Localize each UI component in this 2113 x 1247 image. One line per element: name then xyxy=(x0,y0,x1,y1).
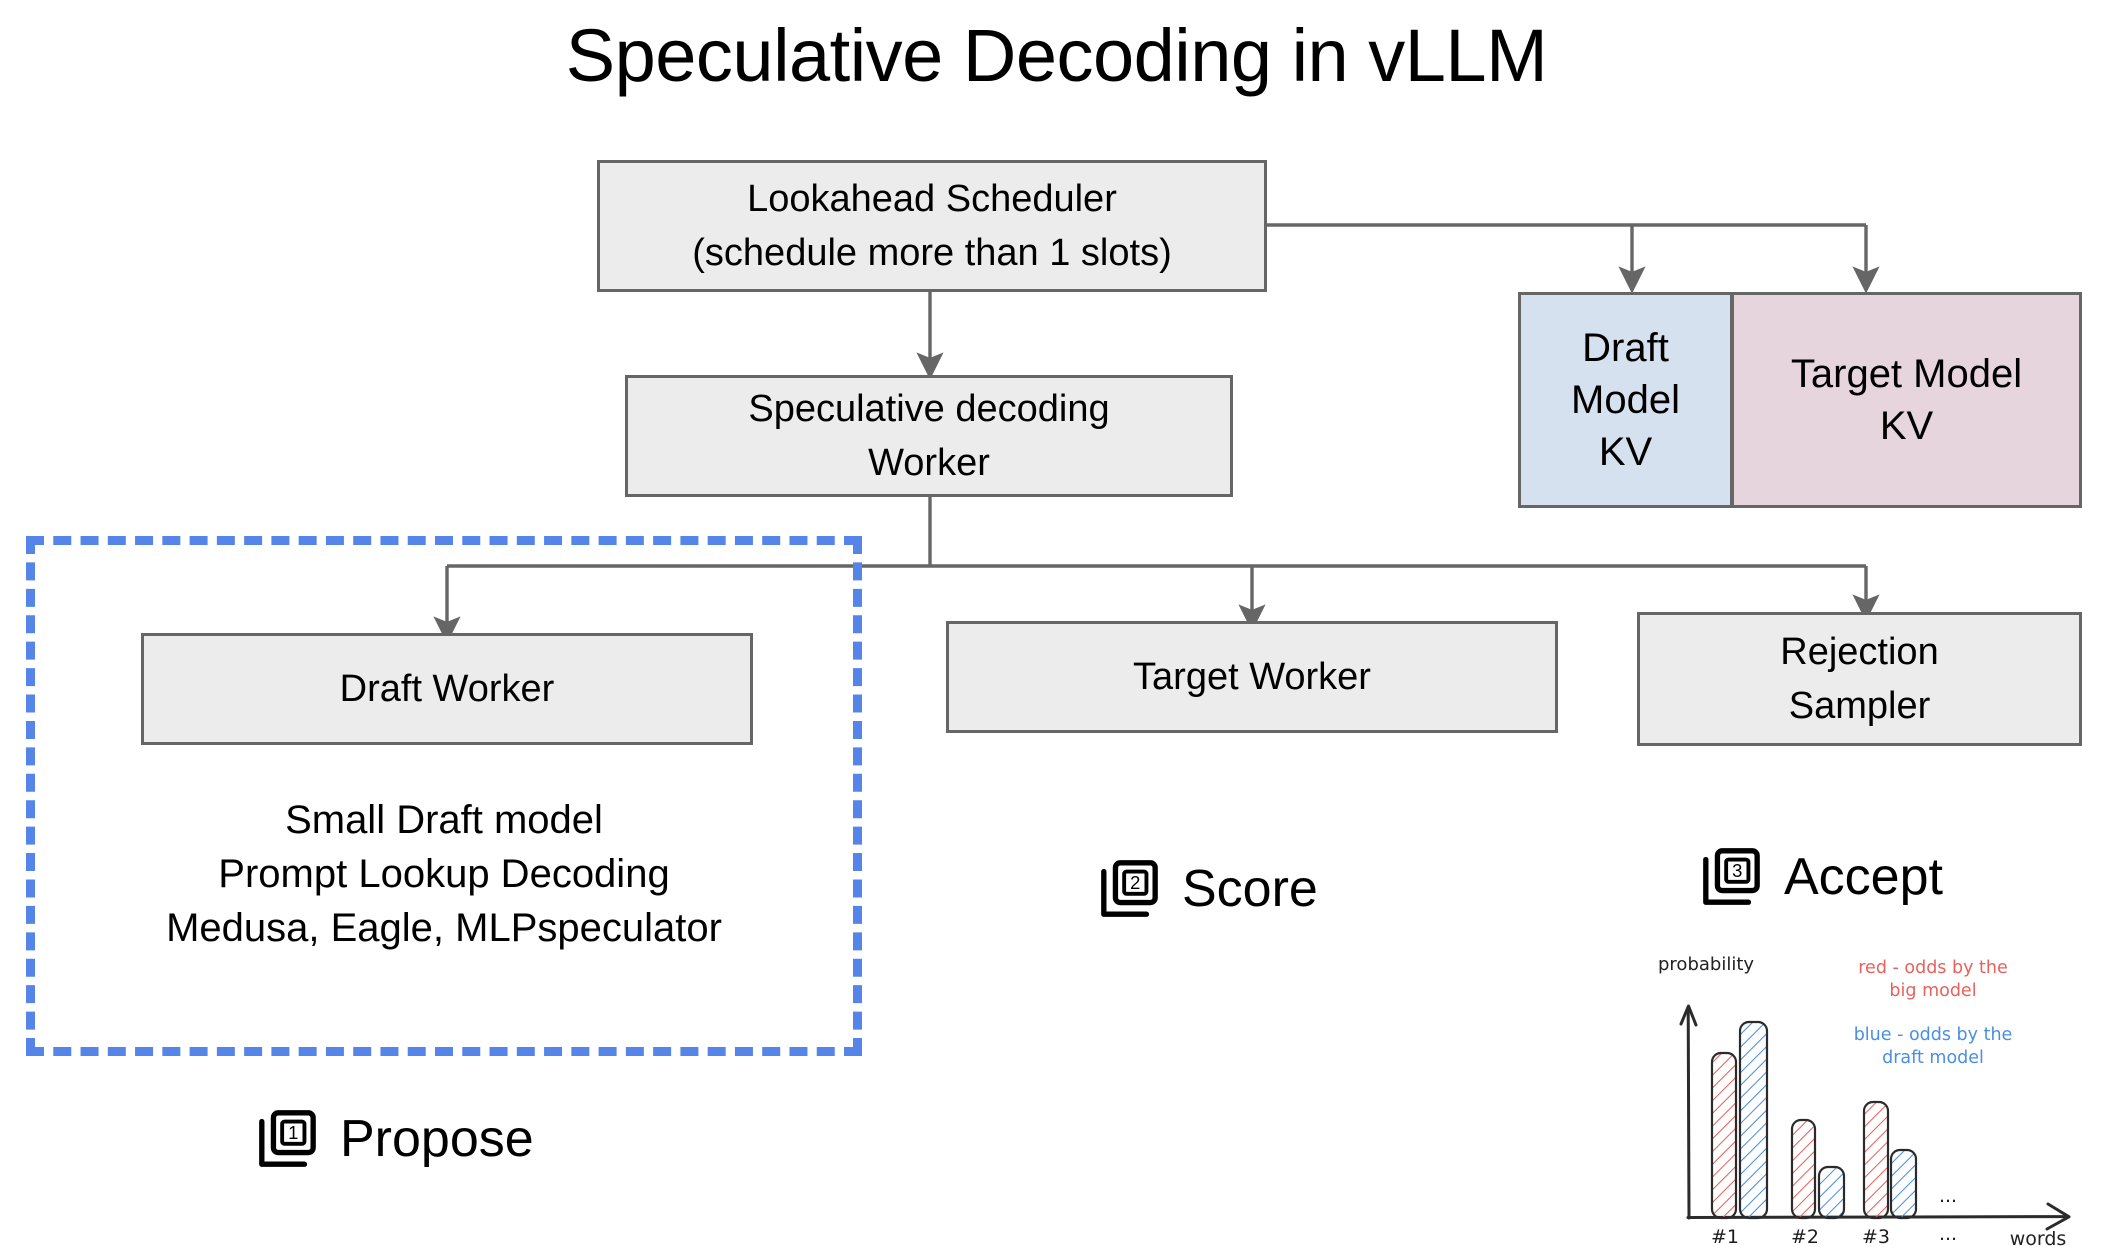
page-title: Speculative Decoding in vLLM xyxy=(565,14,1548,97)
node-draft-model-kv[interactable]: Draft Model KV xyxy=(1518,292,1732,508)
chart-xlabel: words xyxy=(2010,1228,2067,1247)
propose-group-outline xyxy=(26,536,862,1056)
accept-probability-chart: probability #1 #2 #3 ... ... xyxy=(1648,948,2113,1247)
node-rejection-sampler[interactable]: Rejection Sampler xyxy=(1637,612,2082,746)
chart-ylabel: probability xyxy=(1658,954,1754,975)
step-number-2: 2 xyxy=(1130,872,1140,893)
chart-bar-blue-1 xyxy=(1738,1020,1769,1220)
chart-legend-red-line1: red - odds by the xyxy=(1858,958,2007,978)
node-speculative-decoding-worker[interactable]: Speculative decoding Worker xyxy=(625,375,1233,497)
step-badge-score: 2 Score xyxy=(1098,858,1318,920)
chart-bar-red-1 xyxy=(1710,1051,1738,1220)
node-target-worker[interactable]: Target Worker xyxy=(946,621,1558,733)
chart-bar-red-2 xyxy=(1790,1118,1817,1220)
chart-xtick-3: #3 xyxy=(1862,1226,1890,1247)
chart-xtick-1: #1 xyxy=(1711,1226,1739,1247)
chart-xtick-ellipsis: ... xyxy=(1939,1223,1957,1245)
step-badge-propose: 1 Propose xyxy=(256,1108,534,1170)
node-lookahead-scheduler[interactable]: Lookahead Scheduler (schedule more than … xyxy=(597,160,1267,292)
chart-legend-blue-line2: draft model xyxy=(1882,1048,1984,1068)
stacked-card-3-icon: 3 xyxy=(1700,846,1762,908)
step-number-1: 1 xyxy=(288,1122,298,1143)
step-label-propose: Propose xyxy=(340,1110,534,1168)
chart-legend-blue-line1: blue - odds by the xyxy=(1854,1025,2013,1045)
chart-bar-blue-3 xyxy=(1889,1148,1918,1220)
chart-legend-red-line2: big model xyxy=(1889,981,1976,1001)
chart-bar-red-3 xyxy=(1862,1100,1890,1220)
chart-bar-blue-2 xyxy=(1817,1165,1846,1220)
step-badge-accept: 3 Accept xyxy=(1700,846,1943,908)
step-number-3: 3 xyxy=(1732,860,1742,881)
node-target-model-kv[interactable]: Target Model KV xyxy=(1732,292,2082,508)
step-label-accept: Accept xyxy=(1784,848,1943,906)
chart-xtick-2: #2 xyxy=(1791,1226,1819,1247)
chart-ellipsis-annotation: ... xyxy=(1939,1185,1957,1207)
node-draft-worker[interactable]: Draft Worker xyxy=(141,633,753,745)
draft-worker-notes: Small Draft model Prompt Lookup Decoding… xyxy=(166,798,722,950)
stacked-card-1-icon: 1 xyxy=(256,1108,318,1170)
step-label-score: Score xyxy=(1182,860,1318,918)
stacked-card-2-icon: 2 xyxy=(1098,858,1160,920)
